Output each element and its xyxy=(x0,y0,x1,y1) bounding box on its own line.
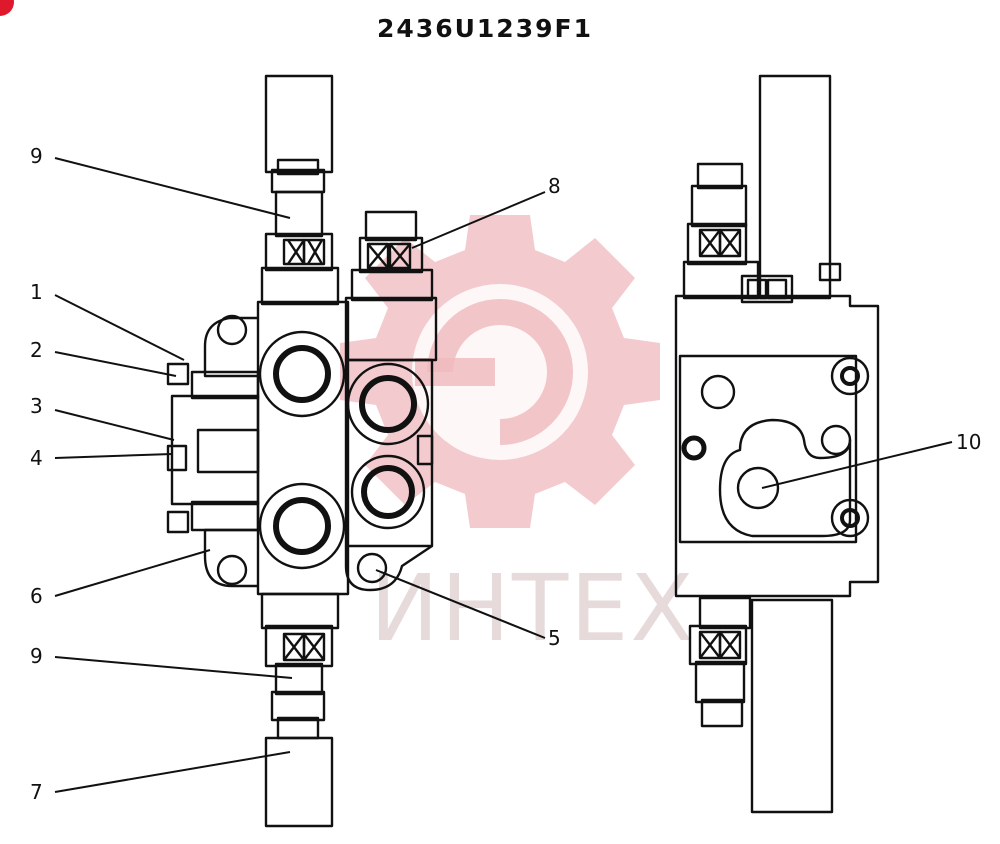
callout-1: 1 xyxy=(30,280,43,304)
left-view xyxy=(166,74,350,828)
callout-2: 2 xyxy=(30,338,43,362)
left-side-section xyxy=(344,210,438,592)
drawing-number: 2436U1239F1 xyxy=(377,14,593,43)
callout-5: 5 xyxy=(548,626,561,650)
leader-lines xyxy=(54,157,953,793)
right-view xyxy=(674,74,880,814)
callout-3: 3 xyxy=(30,394,43,418)
callout-9-lower: 9 xyxy=(30,644,43,668)
watermark-text: ИНТЕХ xyxy=(370,555,696,662)
callout-7: 7 xyxy=(30,780,43,804)
callout-8: 8 xyxy=(548,174,561,198)
callout-10: 10 xyxy=(956,430,982,454)
callout-4: 4 xyxy=(30,446,43,470)
callout-6: 6 xyxy=(30,584,43,608)
callout-9-upper: 9 xyxy=(30,144,43,168)
